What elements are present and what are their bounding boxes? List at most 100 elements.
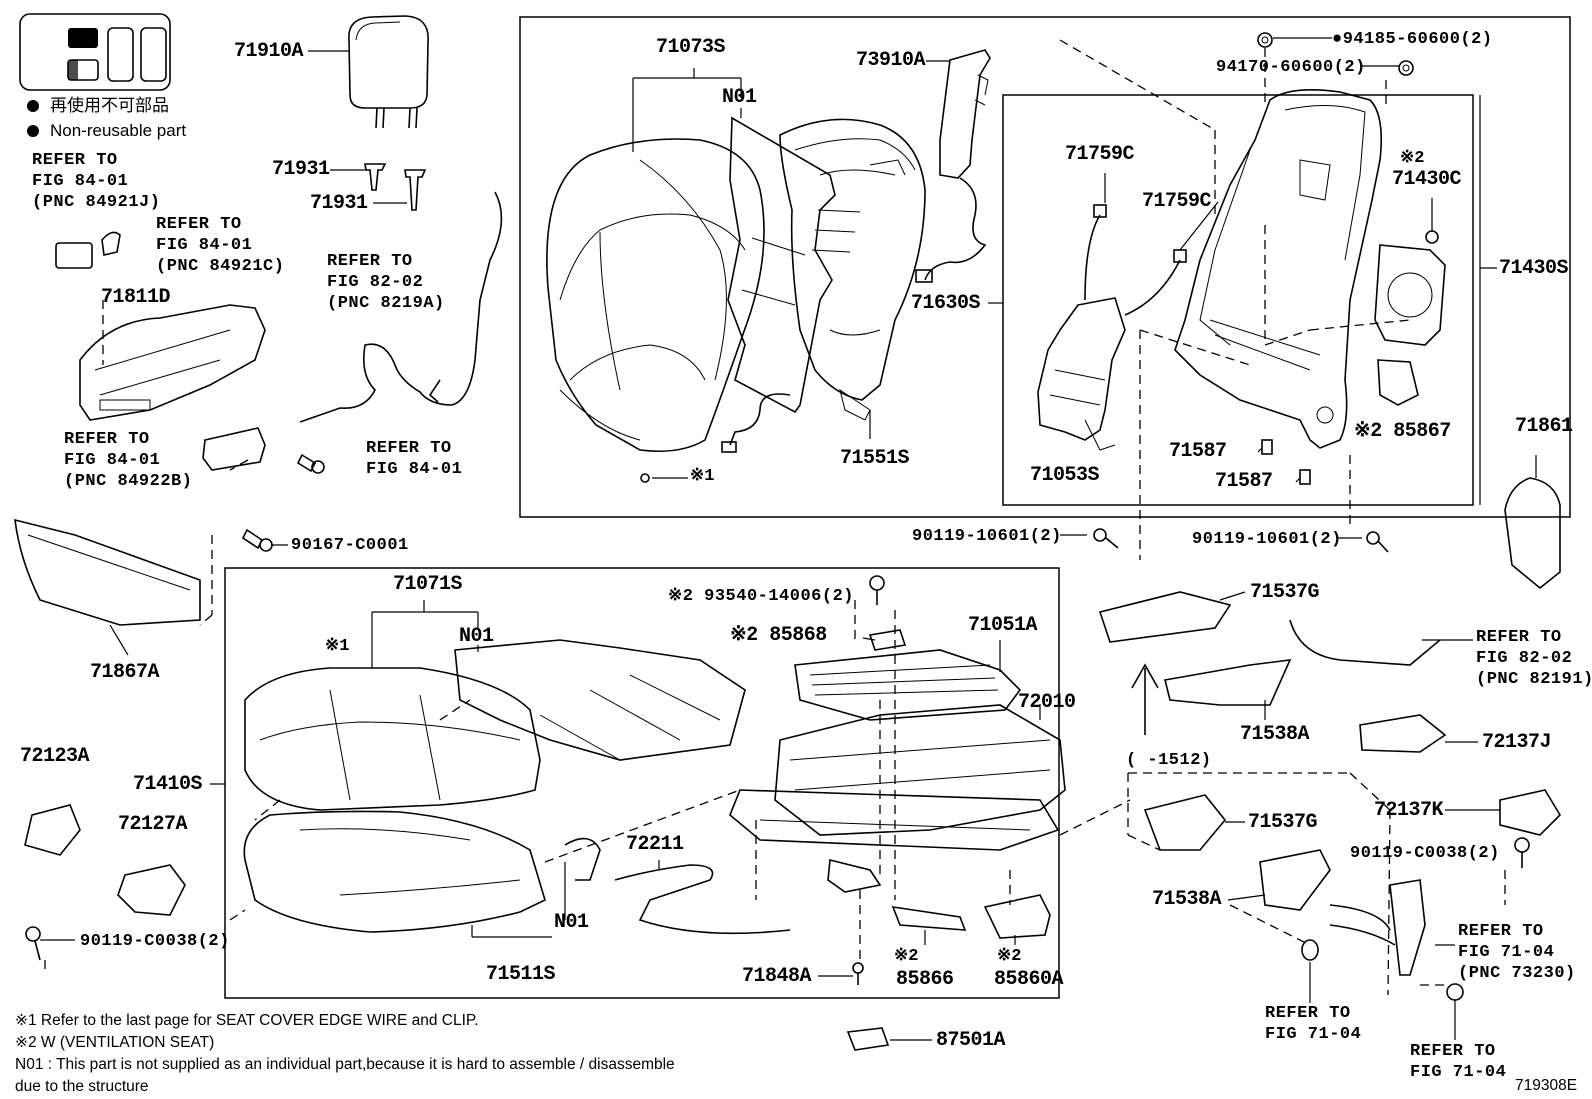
- label-90167-c0001[interactable]: 90167-C0001: [291, 536, 409, 555]
- buckle-wire: [1329, 904, 1396, 946]
- label-71587[interactable]: 71587: [1169, 440, 1227, 463]
- label-72010[interactable]: 72010: [1018, 691, 1076, 714]
- label-90119-10601[interactable]: 90119-10601(2): [1192, 530, 1342, 549]
- screw-93540: [869, 575, 885, 605]
- label-71759c[interactable]: 71759C: [1142, 190, 1212, 213]
- cover-71867a: [14, 518, 201, 626]
- label-71587[interactable]: 71587: [1215, 470, 1273, 493]
- bolt-90119-c0038: [25, 926, 41, 961]
- seat-position-icon: [19, 13, 171, 91]
- cover-72137j: [1359, 714, 1447, 753]
- bracket-71537g: [1098, 591, 1232, 643]
- label-71073s[interactable]: 71073S: [656, 36, 726, 59]
- label-71537g[interactable]: 71537G: [1250, 581, 1320, 604]
- label-71811d[interactable]: 71811D: [101, 286, 171, 309]
- seat-back-pad-part: [779, 118, 926, 421]
- label-71867a[interactable]: 71867A: [90, 661, 160, 684]
- label-71538a[interactable]: 71538A: [1240, 723, 1310, 746]
- cover-72123a: [24, 804, 81, 856]
- label-87501a[interactable]: 87501A: [936, 1029, 1006, 1052]
- blower-85867: [1374, 244, 1446, 406]
- nut-94185: [1257, 32, 1273, 48]
- connector: [721, 441, 737, 453]
- label-72137k[interactable]: 72137K: [1374, 799, 1444, 822]
- seat-back-pad-sheet: [727, 116, 836, 414]
- seat-cushion-pad-part: [243, 810, 546, 933]
- clip-symbol: [640, 473, 650, 483]
- label-n01[interactable]: N01: [459, 625, 494, 648]
- label-90119-c0038[interactable]: 90119-C0038(2): [80, 932, 230, 951]
- label-71053s[interactable]: 71053S: [1030, 464, 1100, 487]
- label-71861[interactable]: 71861: [1515, 415, 1573, 438]
- label-71848a[interactable]: 71848A: [742, 965, 812, 988]
- cushion-wire: [564, 837, 601, 881]
- note-mark-2: ※2: [997, 947, 1022, 966]
- label-71910a[interactable]: 71910A: [234, 40, 304, 63]
- label-71551s[interactable]: 71551S: [840, 447, 910, 470]
- label-85867[interactable]: ※2 85867: [1354, 420, 1451, 443]
- figure-id: 719308E: [1515, 1077, 1578, 1094]
- side-panel-73910a: [939, 49, 991, 179]
- label-71430s[interactable]: 71430S: [1499, 257, 1569, 280]
- arrow-up: [1131, 663, 1159, 735]
- bolt-90119-10601-b: [1366, 531, 1389, 553]
- label-94185-60600[interactable]: ●94185-60600(2): [1332, 30, 1493, 49]
- label-71931[interactable]: 71931: [310, 192, 368, 215]
- part-85860a: [983, 894, 1051, 939]
- bracket-71538a-lower: [1259, 849, 1331, 911]
- label-90119-c0038[interactable]: 90119-C0038(2): [1350, 844, 1500, 863]
- label-71630s[interactable]: 71630S: [911, 292, 981, 315]
- label-90119-10601[interactable]: 90119-10601(2): [912, 527, 1062, 546]
- note-mark-1: ※1: [325, 637, 350, 656]
- label-85866[interactable]: 85866: [896, 968, 954, 991]
- label-94170-60600[interactable]: 94170-60600(2): [1216, 58, 1366, 77]
- bolt-84-01: [296, 453, 325, 474]
- heater-71051a: [794, 649, 1022, 721]
- label-72127a[interactable]: 72127A: [118, 813, 188, 836]
- label-71071s[interactable]: 71071S: [393, 573, 463, 596]
- label-85868[interactable]: ※2 85868: [730, 624, 827, 647]
- label-71537g[interactable]: 71537G: [1248, 811, 1318, 834]
- label-85860a[interactable]: 85860A: [994, 968, 1064, 991]
- label-93540-14006[interactable]: ※2 93540-14006(2): [668, 587, 854, 606]
- clip-71848a: [852, 962, 864, 985]
- label-72137j[interactable]: 72137J: [1482, 731, 1552, 754]
- label-71511s[interactable]: 71511S: [486, 963, 556, 986]
- seat-cushion-group-box: [224, 567, 1060, 999]
- label-n01[interactable]: N01: [722, 86, 757, 109]
- label-71051a[interactable]: 71051A: [968, 614, 1038, 637]
- seat-frame-72010: [729, 704, 1066, 893]
- seat-frame-subgroup-box: [1002, 94, 1474, 506]
- note-mark-2: ※2: [894, 947, 919, 966]
- label-71538a[interactable]: 71538A: [1152, 888, 1222, 911]
- note-mark-2: ※2: [1400, 149, 1425, 168]
- cover-edge-line: [27, 534, 191, 591]
- seat-cushion-cover-part: [244, 667, 541, 811]
- wire-72211: [614, 864, 791, 935]
- label-71931[interactable]: 71931: [272, 158, 330, 181]
- label-71430c[interactable]: 71430C: [1392, 168, 1462, 191]
- cable-end-71759c: [1093, 204, 1107, 218]
- lumbar-cable-b: [1124, 259, 1181, 316]
- label-72211[interactable]: 72211: [626, 833, 684, 856]
- sensor-87501a: [846, 1027, 890, 1051]
- label-72123a[interactable]: 72123A: [20, 745, 90, 768]
- label-71410s[interactable]: 71410S: [133, 773, 203, 796]
- label-73910a[interactable]: 73910A: [856, 49, 926, 72]
- legend-bullet-jp: [27, 100, 39, 112]
- label-71759c[interactable]: 71759C: [1065, 143, 1135, 166]
- wire-harness-8219a: [299, 191, 503, 423]
- cover-72137k: [1499, 789, 1562, 836]
- label-n01[interactable]: N01: [554, 911, 589, 934]
- sheet-slots: [539, 674, 721, 761]
